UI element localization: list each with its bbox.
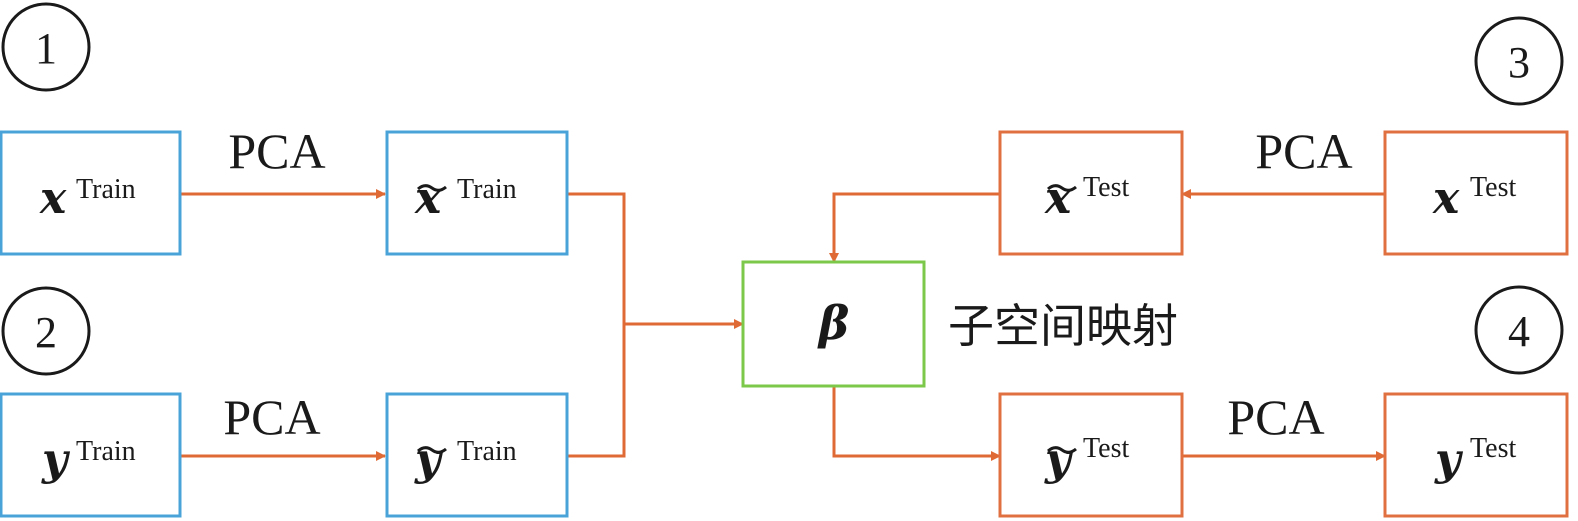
y-train-tilde-symbol: y bbox=[414, 434, 444, 485]
y-train-tilde-label: y Train bbox=[414, 434, 517, 485]
y-test-label: y Test bbox=[1434, 433, 1516, 485]
subspace-mapping-label: 子空间映射 bbox=[948, 299, 1178, 353]
x-train-box bbox=[0, 130, 182, 256]
beta-box bbox=[741, 260, 926, 388]
y-train-label: y Train bbox=[41, 434, 136, 485]
x-test-tilde-box bbox=[998, 130, 1184, 256]
y-test-tilde-superscript: Test bbox=[1083, 433, 1129, 464]
arrow-beta-to-y-tilde-test bbox=[832, 386, 1001, 461]
line-y-tilde-train-to-merge bbox=[567, 324, 626, 458]
pca-label-x-train: PCA bbox=[228, 123, 325, 179]
line-x-tilde-train-to-merge bbox=[567, 192, 626, 324]
tilde-mark bbox=[1047, 446, 1077, 454]
x-test-superscript: Test bbox=[1470, 172, 1516, 203]
x-train-superscript: Train bbox=[76, 174, 136, 205]
tilde-mark bbox=[417, 446, 447, 454]
step-1-number: 1 bbox=[35, 24, 57, 73]
x-train-symbol: x bbox=[39, 173, 67, 224]
step-4-number: 4 bbox=[1508, 307, 1530, 356]
step-3-marker: 3 bbox=[1474, 16, 1564, 106]
x-test-tilde-label: x Test bbox=[1044, 172, 1129, 224]
x-test-box bbox=[1383, 130, 1569, 256]
x-train-tilde-superscript: Train bbox=[457, 174, 517, 205]
y-train-box bbox=[0, 392, 182, 518]
x-test-symbol: x bbox=[1432, 173, 1460, 224]
y-train-tilde-box bbox=[385, 392, 569, 518]
y-train-symbol: y bbox=[41, 434, 71, 485]
y-test-superscript: Test bbox=[1470, 433, 1516, 464]
y-test-tilde-box bbox=[998, 392, 1184, 518]
pca-label-y-train: PCA bbox=[223, 389, 320, 445]
x-train-label: x Train bbox=[39, 173, 136, 224]
y-test-tilde-symbol: y bbox=[1044, 434, 1074, 485]
step-3-number: 3 bbox=[1508, 38, 1530, 87]
step-4-marker: 4 bbox=[1474, 285, 1564, 375]
y-train-tilde-superscript: Train bbox=[457, 436, 517, 467]
tilde-mark bbox=[1047, 184, 1077, 192]
step-2-number: 2 bbox=[35, 308, 57, 357]
x-train-tilde-box bbox=[385, 130, 569, 256]
x-test-tilde-symbol: x bbox=[1044, 173, 1072, 224]
y-test-symbol: y bbox=[1434, 434, 1464, 485]
x-test-label: x Test bbox=[1432, 172, 1516, 224]
tilde-mark bbox=[417, 184, 447, 192]
x-test-tilde-superscript: Test bbox=[1083, 172, 1129, 203]
step-1-marker: 1 bbox=[1, 2, 91, 92]
y-test-tilde-label: y Test bbox=[1044, 433, 1129, 485]
pca-label-y-test: PCA bbox=[1227, 389, 1324, 445]
y-train-superscript: Train bbox=[76, 436, 136, 467]
x-train-tilde-label: x Train bbox=[414, 173, 517, 224]
connectors bbox=[180, 189, 1386, 461]
x-train-tilde-symbol: x bbox=[414, 173, 442, 224]
beta-symbol: β bbox=[817, 296, 850, 350]
step-2-marker: 2 bbox=[1, 286, 91, 376]
y-test-box bbox=[1383, 392, 1569, 518]
arrow-x-tilde-test-to-beta bbox=[829, 192, 1000, 263]
pca-label-x-test: PCA bbox=[1255, 123, 1352, 179]
